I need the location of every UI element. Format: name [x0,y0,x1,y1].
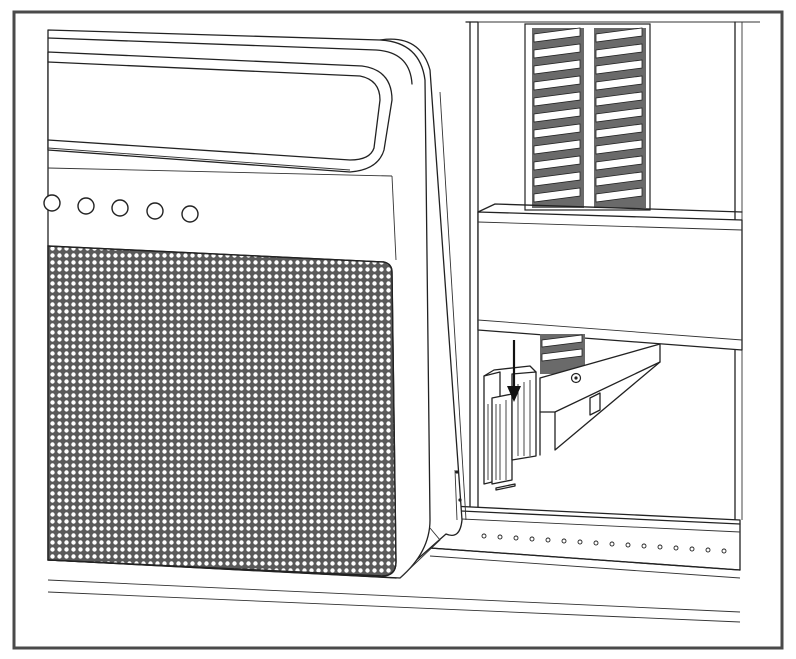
control-button-5 [181,205,199,223]
arrow-down-icon [507,340,521,402]
control-buttons [43,194,199,223]
lower-vents [540,334,585,374]
mounting-rail [47,504,741,623]
side-vents [524,23,651,211]
front-grille [47,245,397,577]
foam-seal-block [483,365,537,491]
support-bracket [539,343,661,456]
air-conditioner-unit [43,29,467,579]
control-button-3 [111,199,129,217]
control-button-2 [77,197,95,215]
control-button-4 [146,202,164,220]
control-button-1 [43,194,61,212]
window-sash [477,203,743,351]
